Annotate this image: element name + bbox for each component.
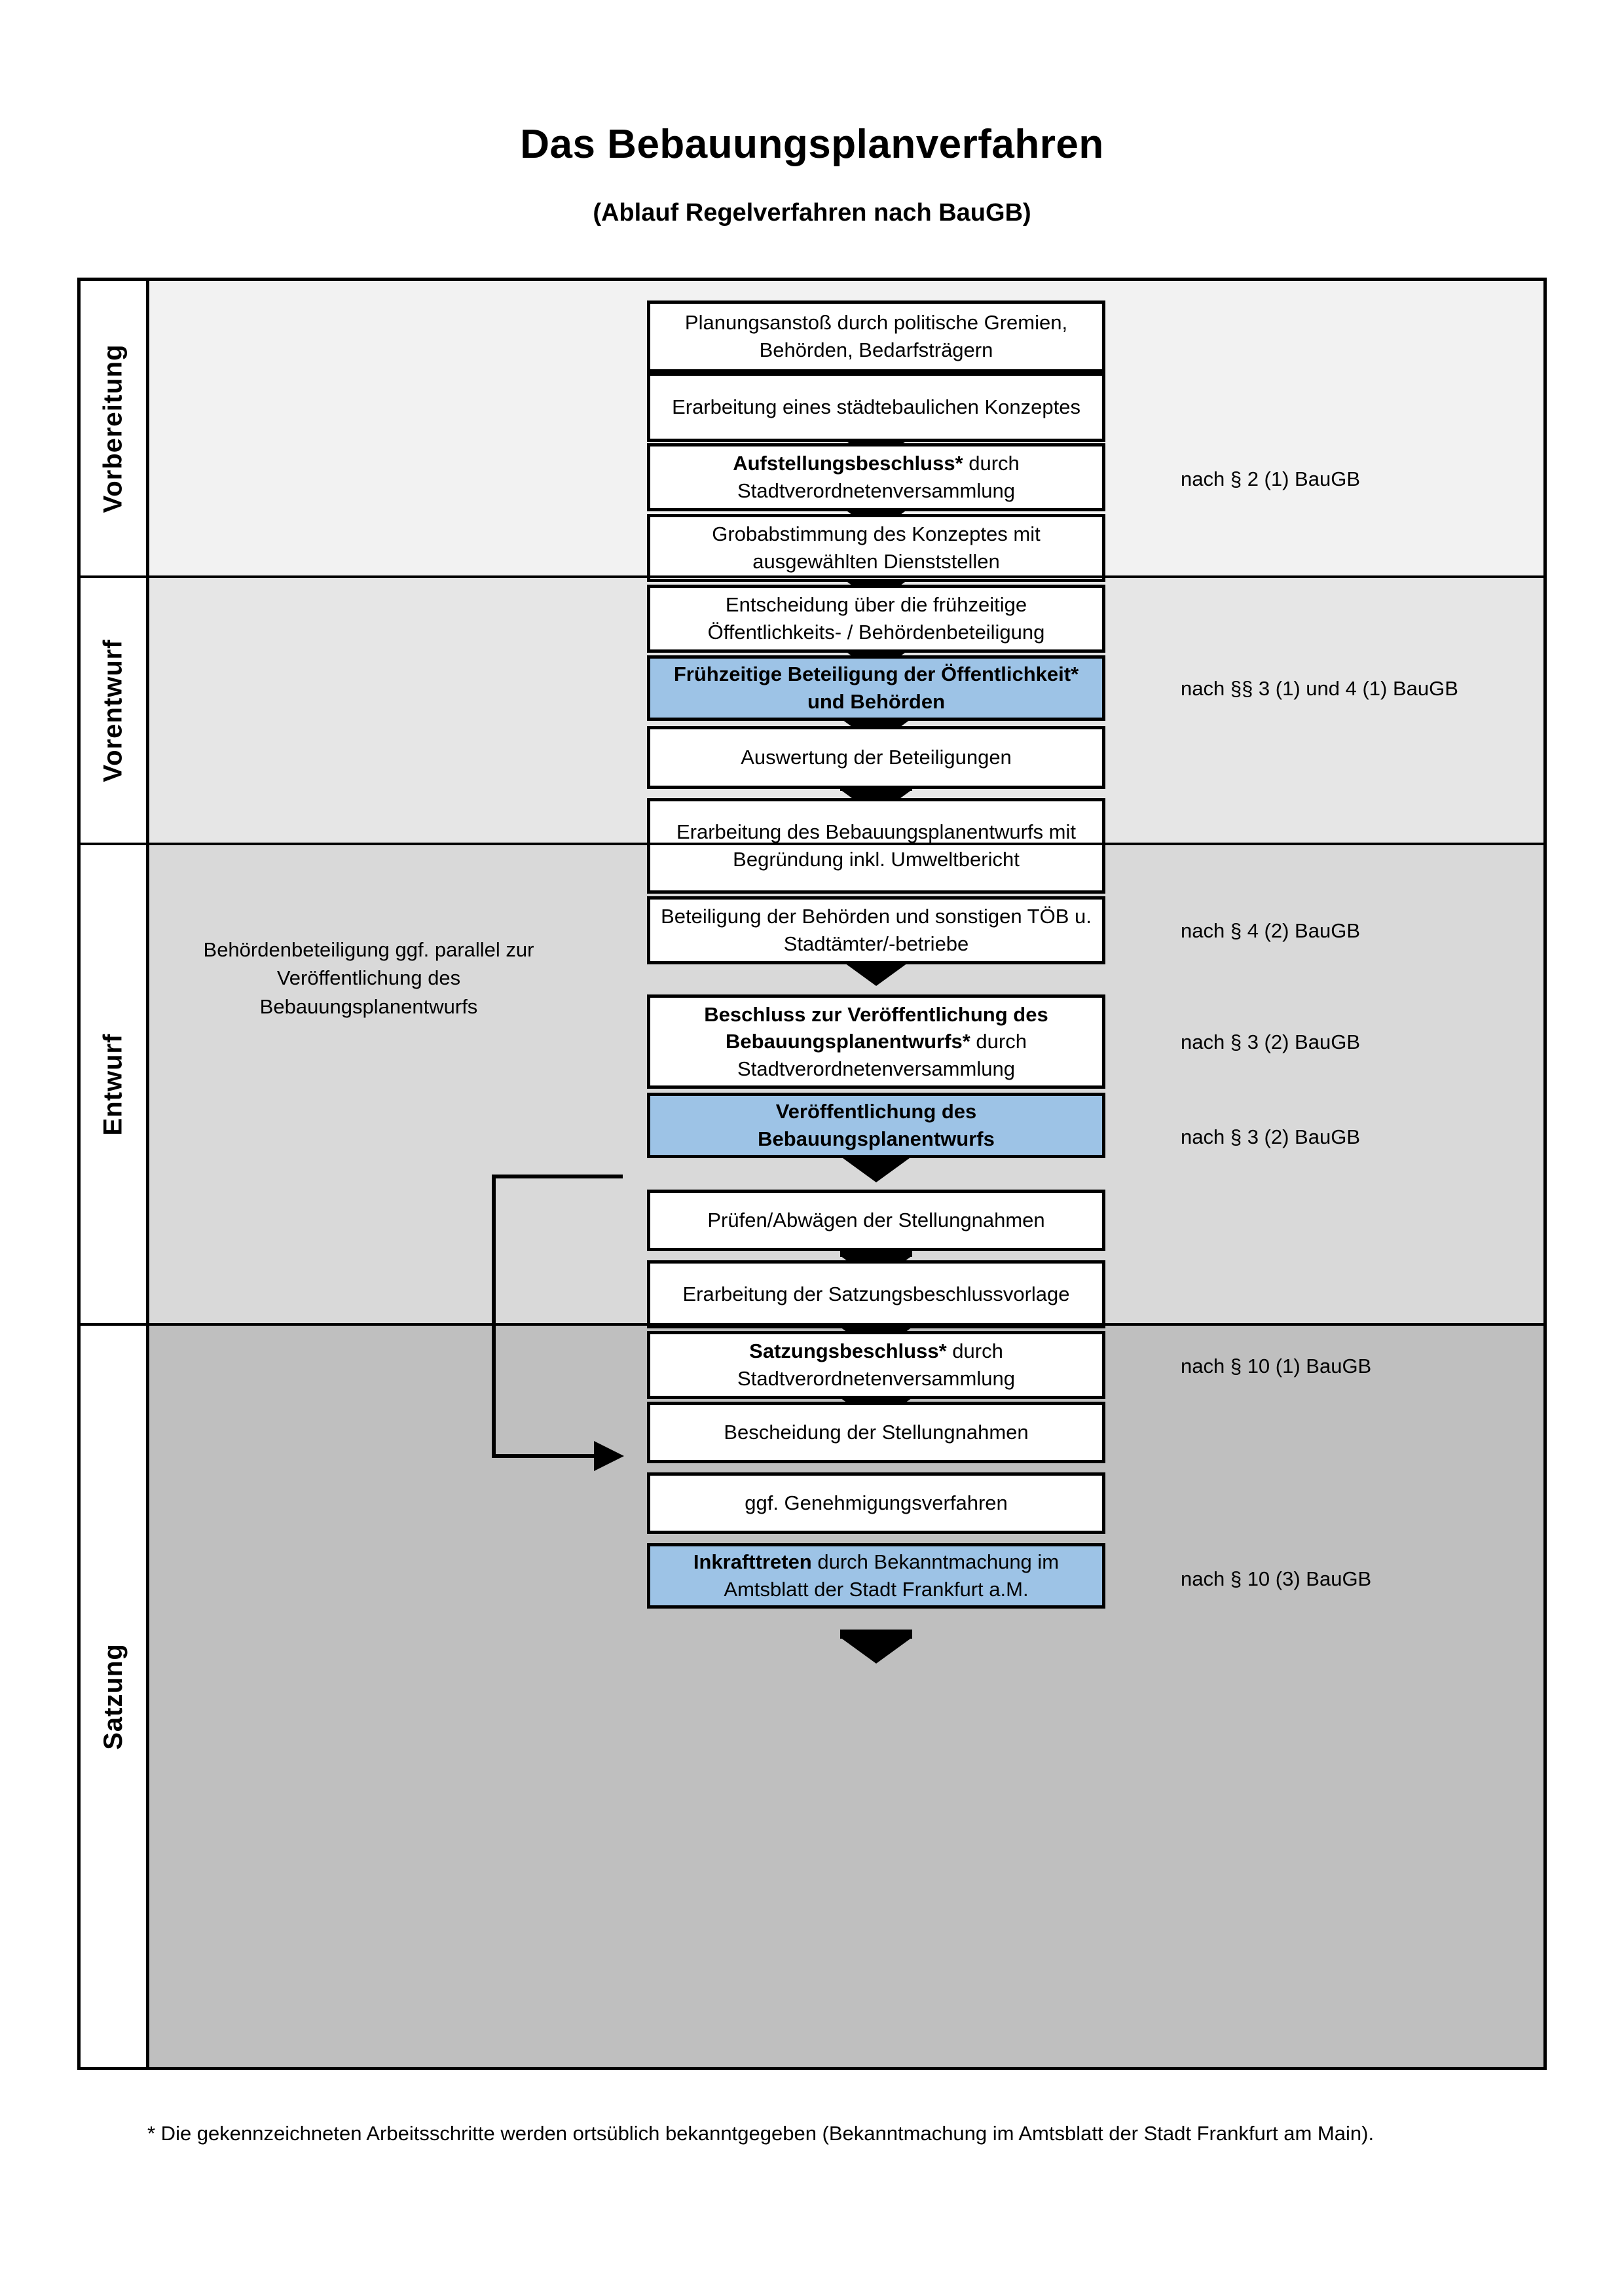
loopback-bottom-segment <box>492 1454 597 1458</box>
process-box-text: Erarbeitung der Satzungsbeschlussvorlage <box>682 1283 1070 1306</box>
process-box-text: Erarbeitung des Bebauungsplanentwurfs mi… <box>676 820 1077 871</box>
law-reference-note-4: nach § 3 (2) BauGB <box>1181 1030 1360 1053</box>
process-box-erarbeitung-entwurf[interactable]: Erarbeitung des Bebauungsplanentwurfs mi… <box>647 798 1105 894</box>
process-box-beteiligung-behoerden-toeb[interactable]: Beteiligung der Behörden und sonstigen T… <box>647 896 1105 964</box>
process-box-text: Frühzeitige Beteiligung der Öffentlichke… <box>658 661 1094 715</box>
process-box-text: Bescheidung der Stellungnahmen <box>724 1421 1029 1444</box>
process-box-beschluss-veroeffentlichung[interactable]: Beschluss zur Veröffentlichung des Bebau… <box>647 994 1105 1089</box>
process-box-satzungsbeschlussvorlage[interactable]: Erarbeitung der Satzungsbeschlussvorlage <box>647 1260 1105 1328</box>
page-subtitle: (Ablauf Regelverfahren nach BauGB) <box>593 199 1031 227</box>
loopback-left-segment <box>492 1175 496 1458</box>
process-box-staedtebauliches-konzept[interactable]: Erarbeitung eines städtebaulichen Konzep… <box>647 373 1105 442</box>
process-box-grobabstimmung[interactable]: Grobabstimmung des Konzeptes mit ausgewä… <box>647 514 1105 582</box>
phase-band-satzung: Satzung <box>81 1326 1543 2067</box>
process-box-bescheidung-stellungnahmen[interactable]: Bescheidung der Stellungnahmen <box>647 1402 1105 1463</box>
process-box-bold-text: Aufstellungsbeschluss* <box>733 452 963 475</box>
law-reference-note-1: nach § 2 (1) BauGB <box>1181 467 1360 490</box>
process-box-bold-text: Veröffentlichung des Bebauungsplanentwur… <box>758 1100 995 1150</box>
process-box-regular-text: durch Stadtverordnetenversammlung <box>737 452 1020 502</box>
process-box-text: Auswertung der Beteiligungen <box>741 746 1012 769</box>
process-box-text: Satzungsbeschluss* durch Stadtverordnete… <box>658 1338 1094 1392</box>
phase-label-vorbereitung: Vorbereitung <box>81 281 146 575</box>
process-box-text: Inkrafttreten durch Bekanntmachung im Am… <box>658 1548 1094 1603</box>
process-box-text: Veröffentlichung des Bebauungsplanentwur… <box>658 1098 1094 1152</box>
process-box-text: Erarbeitung eines städtebaulichen Konzep… <box>672 395 1080 419</box>
process-box-planungsanstoss[interactable]: Planungsanstoß durch politische Gremien,… <box>647 301 1105 373</box>
process-box-text: Entscheidung über die frühzeitige Öffent… <box>707 593 1045 644</box>
process-box-bold-text: Inkrafttreten <box>693 1550 812 1574</box>
page-title: Das Bebauungsplanverfahren <box>520 122 1104 167</box>
process-box-inkrafttreten[interactable]: Inkrafttreten durch Bekanntmachung im Am… <box>647 1543 1105 1609</box>
law-reference-note-3: nach § 4 (2) BauGB <box>1181 919 1360 942</box>
process-box-entscheidung-beteiligung[interactable]: Entscheidung über die frühzeitige Öffent… <box>647 585 1105 653</box>
law-reference-note-2: nach §§ 3 (1) und 4 (1) BauGB <box>1181 677 1458 700</box>
process-box-bold-text: Frühzeitige Beteiligung der Öffentlichke… <box>673 663 1079 713</box>
footnote: * Die gekennzeichneten Arbeitsschritte w… <box>147 2122 1375 2145</box>
side-note-behoerdenbeteiligung: Behördenbeteiligung ggf. parallel zur Ve… <box>203 938 534 1018</box>
process-box-text: Prüfen/Abwägen der Stellungnahmen <box>707 1209 1045 1232</box>
document-header: Das Bebauungsplanverfahren (Ablauf Regel… <box>0 0 1624 227</box>
process-box-regular-text: durch Bekanntmachung im Amtsblatt der St… <box>724 1550 1060 1601</box>
phase-divider-1 <box>81 575 1543 578</box>
process-box-fruehzeitige-beteiligung[interactable]: Frühzeitige Beteiligung der Öffentlichke… <box>647 655 1105 721</box>
process-box-pruefen-abwaegen[interactable]: Prüfen/Abwägen der Stellungnahmen <box>647 1190 1105 1251</box>
process-box-text: Beteiligung der Behörden und sonstigen T… <box>661 905 1092 955</box>
phase-divider-2 <box>81 843 1543 845</box>
process-box-satzungsbeschluss[interactable]: Satzungsbeschluss* durch Stadtverordnete… <box>647 1331 1105 1399</box>
phase-label-entwurf: Entwurf <box>81 845 146 1323</box>
process-box-bold-text: Satzungsbeschluss* <box>749 1339 947 1363</box>
flowchart-frame: Vorbereitung Vorentwurf Entwurf Satzung <box>77 278 1547 2070</box>
process-box-text: ggf. Genehmigungsverfahren <box>745 1491 1008 1515</box>
phase-divider-3 <box>81 1323 1543 1326</box>
process-box-genehmigungsverfahren[interactable]: ggf. Genehmigungsverfahren <box>647 1472 1105 1534</box>
phase-label-text: Vorentwurf <box>98 638 128 782</box>
phase-column-divider <box>146 281 149 2067</box>
process-box-veroeffentlichung-entwurf[interactable]: Veröffentlichung des Bebauungsplanentwur… <box>647 1093 1105 1158</box>
phase-label-satzung: Satzung <box>81 1326 146 2067</box>
process-box-text: Aufstellungsbeschluss* durch Stadtverord… <box>658 450 1094 504</box>
process-box-aufstellungsbeschluss[interactable]: Aufstellungsbeschluss* durch Stadtverord… <box>647 443 1105 511</box>
process-box-regular-text: durch Stadtverordnetenversammlung <box>737 1339 1015 1390</box>
process-box-text: Grobabstimmung des Konzeptes mit ausgewä… <box>712 522 1041 573</box>
law-reference-note-7: nach § 10 (3) BauGB <box>1181 1567 1372 1590</box>
process-box-text: Planungsanstoß durch politische Gremien,… <box>684 311 1068 361</box>
phase-label-text: Vorbereitung <box>98 344 128 513</box>
law-reference-note-5: nach § 3 (2) BauGB <box>1181 1125 1360 1148</box>
loopback-arrowhead-icon <box>594 1441 624 1471</box>
process-box-bold-text: Beschluss zur Veröffentlichung des Bebau… <box>704 1002 1048 1053</box>
process-box-auswertung-beteiligungen[interactable]: Auswertung der Beteiligungen <box>647 726 1105 789</box>
phase-label-vorentwurf: Vorentwurf <box>81 578 146 843</box>
process-box-text: Beschluss zur Veröffentlichung des Bebau… <box>658 1001 1094 1083</box>
phase-label-text: Entwurf <box>98 1033 128 1135</box>
process-box-regular-text: durch Stadtverordnetenversammlung <box>737 1030 1027 1080</box>
phase-label-text: Satzung <box>98 1643 128 1750</box>
law-reference-note-6: nach § 10 (1) BauGB <box>1181 1355 1372 1377</box>
loopback-top-segment <box>492 1175 623 1178</box>
